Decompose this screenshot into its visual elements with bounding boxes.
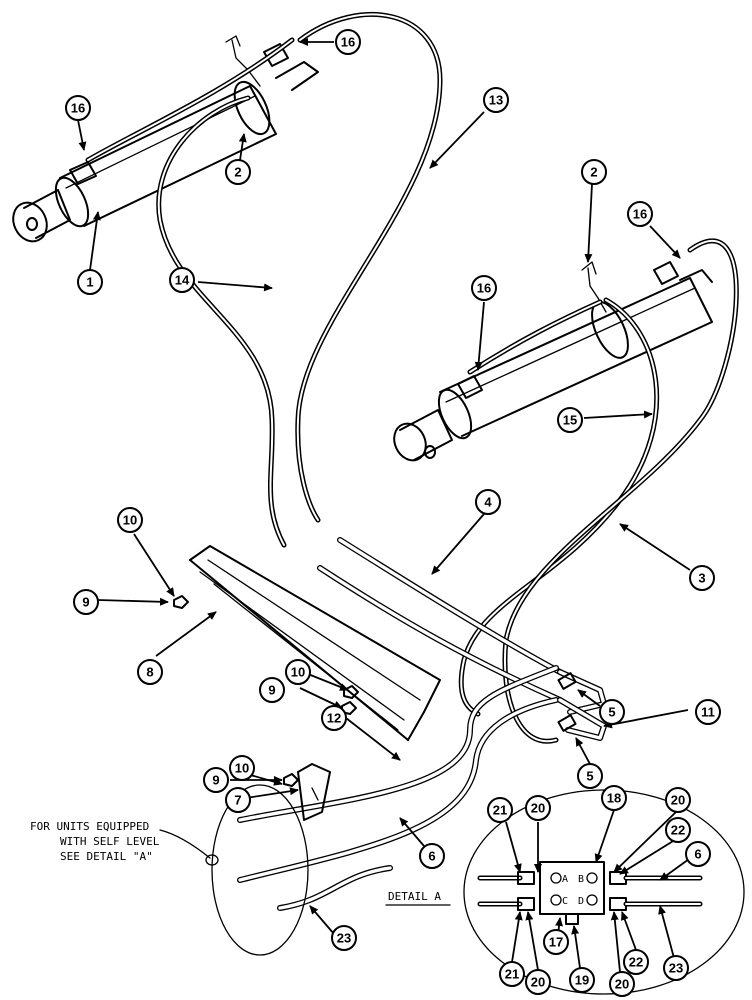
- port-b-label: B: [578, 874, 584, 885]
- callout-21-bottom: 21: [499, 961, 525, 987]
- note-line-1: FOR UNITS EQUIPPED: [30, 820, 149, 833]
- svg-text:21: 21: [493, 803, 507, 818]
- callout-16-right: 16: [627, 201, 653, 227]
- left-hydraulic-cylinder: [12, 35, 319, 243]
- callout-18: 18: [601, 785, 627, 811]
- svg-text:21: 21: [505, 967, 519, 982]
- callout-8: 8: [137, 659, 163, 685]
- svg-text:7: 7: [234, 793, 241, 808]
- callout-4: 4: [475, 489, 501, 515]
- callout-23: 23: [331, 925, 357, 951]
- leader-lines: [77, 38, 697, 973]
- manifold-block: [539, 861, 605, 915]
- callout-20-bottom-right: 20: [609, 971, 635, 997]
- callout-23-detail: 23: [663, 955, 689, 981]
- callout-16-top: 16: [335, 29, 361, 55]
- tube-clamp: [297, 763, 331, 821]
- svg-text:2: 2: [590, 165, 597, 180]
- svg-text:6: 6: [694, 847, 701, 862]
- callout-6: 6: [419, 843, 445, 869]
- svg-text:16: 16: [633, 207, 647, 222]
- svg-text:8: 8: [146, 665, 153, 680]
- svg-text:16: 16: [341, 35, 355, 50]
- callout-2-left: 2: [225, 159, 251, 185]
- svg-text:10: 10: [235, 761, 249, 776]
- callout-2-right: 2: [581, 159, 607, 185]
- svg-text:18: 18: [607, 791, 621, 806]
- svg-text:11: 11: [701, 705, 715, 720]
- svg-text:19: 19: [575, 973, 589, 988]
- svg-text:22: 22: [671, 823, 685, 838]
- callout-10-bottom: 10: [229, 755, 255, 781]
- callout-14: 14: [169, 267, 195, 293]
- svg-text:23: 23: [669, 961, 683, 976]
- callout-20-top-left: 20: [525, 795, 551, 821]
- svg-text:14: 14: [175, 273, 190, 288]
- svg-text:23: 23: [337, 931, 351, 946]
- port-d-label: D: [578, 896, 584, 907]
- callout-9-bottom: 9: [203, 767, 229, 793]
- svg-text:2: 2: [234, 165, 241, 180]
- svg-text:17: 17: [549, 935, 563, 950]
- svg-text:5: 5: [608, 705, 615, 720]
- svg-text:22: 22: [629, 955, 643, 970]
- port-a-label: A: [562, 874, 568, 885]
- svg-text:9: 9: [212, 773, 219, 788]
- callout-20-bottom-left: 20: [525, 969, 551, 995]
- svg-text:15: 15: [563, 413, 577, 428]
- callout-10-top: 10: [117, 507, 143, 533]
- note-line-3: SEE DETAIL "A": [60, 850, 153, 863]
- svg-text:10: 10: [123, 513, 137, 528]
- svg-text:16: 16: [477, 281, 491, 296]
- callout-5-lower: 5: [577, 763, 603, 789]
- svg-text:20: 20: [671, 793, 685, 808]
- callout-12: 12: [321, 705, 347, 731]
- svg-text:1: 1: [86, 275, 93, 290]
- svg-text:12: 12: [327, 711, 341, 726]
- svg-text:13: 13: [489, 93, 503, 108]
- svg-text:6: 6: [428, 849, 435, 864]
- callout-7: 7: [225, 787, 251, 813]
- callout-13: 13: [483, 87, 509, 113]
- svg-text:9: 9: [82, 595, 89, 610]
- steel-tubes: [237, 537, 607, 911]
- callout-15: 15: [557, 407, 583, 433]
- note-line-2: WITH SELF LEVEL: [60, 835, 160, 848]
- svg-text:9: 9: [268, 683, 275, 698]
- detail-title: DETAIL A: [388, 890, 441, 903]
- callout-20-top-right: 20: [665, 787, 691, 813]
- self-level-note: FOR UNITS EQUIPPED WITH SELF LEVEL SEE D…: [30, 784, 309, 956]
- callout-10-mid: 10: [285, 659, 311, 685]
- callout-6-detail: 6: [685, 841, 711, 867]
- callout-16-left: 16: [65, 95, 91, 121]
- right-hydraulic-cylinder: [393, 261, 713, 462]
- port-c-label: C: [562, 896, 568, 907]
- callout-3: 3: [689, 565, 715, 591]
- callout-21-top: 21: [487, 797, 513, 823]
- svg-text:4: 4: [484, 495, 492, 510]
- callout-19: 19: [569, 967, 595, 993]
- callout-11: 11: [695, 699, 721, 725]
- callout-22-top: 22: [665, 817, 691, 843]
- callout-5-upper: 5: [599, 699, 625, 725]
- svg-text:20: 20: [615, 977, 629, 992]
- svg-text:10: 10: [291, 665, 305, 680]
- callout-17: 17: [543, 929, 569, 955]
- detail-a: DETAIL A A B C D: [385, 789, 745, 995]
- hydraulic-hoses: [85, 11, 739, 744]
- svg-text:3: 3: [698, 571, 705, 586]
- callout-1: 1: [77, 269, 103, 295]
- callout-16-mid: 16: [471, 275, 497, 301]
- callout-9-top: 9: [73, 589, 99, 615]
- svg-text:16: 16: [71, 101, 85, 116]
- svg-text:20: 20: [531, 801, 545, 816]
- callout-22-bottom: 22: [623, 949, 649, 975]
- callout-9-mid: 9: [259, 677, 285, 703]
- fittings: [557, 672, 577, 732]
- svg-text:5: 5: [586, 769, 593, 784]
- svg-text:20: 20: [531, 975, 545, 990]
- mounting-bracket: [189, 545, 441, 741]
